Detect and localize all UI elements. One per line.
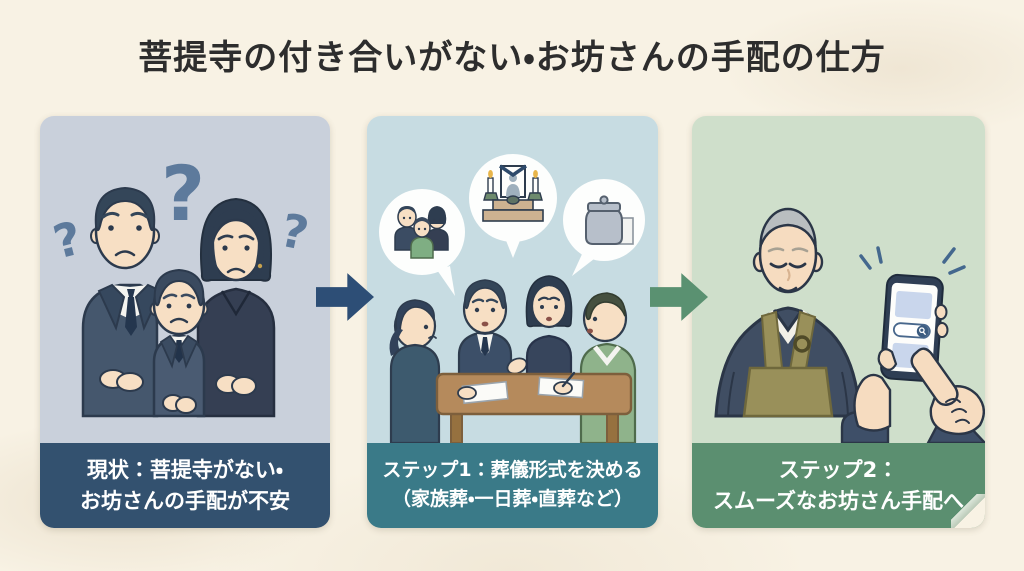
app-content-block: [894, 291, 933, 320]
panel-current-state: ? ? ?: [40, 116, 330, 528]
scene-monk-and-smartphone: [692, 116, 985, 443]
fingertip: [935, 322, 949, 338]
thought-bubble-family-funeral-icon: [379, 189, 465, 296]
page-curl: [951, 494, 985, 528]
scene-family-discussion: [367, 116, 658, 443]
panel-caption-current-state: 現状：菩提寺がない・ お坊さんの手配が不安: [40, 443, 330, 528]
caption-line: ステップ1：葬儀形式を決める: [382, 459, 643, 482]
caption-line: （家族葬・一日葬・直葬など）: [392, 488, 633, 510]
father-figure: [81, 186, 163, 418]
panel-step-1: ステップ1：葬儀形式を決める （家族葬・一日葬・直葬など）: [367, 116, 658, 528]
caption-line: ステップ2：: [778, 457, 899, 482]
meeting-table: [435, 371, 633, 443]
worried-family-illustration: ? ? ?: [48, 149, 313, 418]
question-mark-icon: ?: [48, 211, 87, 270]
family-discussion-illustration: [379, 154, 645, 443]
notification-sparkle-icon: [859, 246, 966, 275]
pointing-finger: [910, 347, 959, 406]
discussion-people: [389, 275, 637, 443]
question-mark-icon: ?: [161, 149, 205, 238]
caption-line: お坊さんの手配が不安: [80, 489, 290, 513]
mother-figure: [196, 197, 276, 418]
caption-line: 現状：菩提寺がない・: [86, 457, 284, 482]
scene-worried-family: ? ? ?: [40, 116, 330, 443]
panel-step-2: ステップ2： スムーズなお坊さん手配へ: [692, 116, 985, 528]
left-hand: [853, 373, 892, 432]
caption-line: スムーズなお坊さん手配へ: [713, 489, 964, 513]
thought-bubble-urn-icon: [563, 179, 645, 276]
fingertip: [934, 304, 948, 320]
monk-smartphone-illustration: [714, 207, 985, 443]
panel-caption-step-1: ステップ1：葬儀形式を決める （家族葬・一日葬・直葬など）: [367, 443, 658, 528]
son-figure: [149, 268, 209, 418]
thumb: [877, 348, 898, 371]
panel-caption-step-2: ステップ2： スムーズなお坊さん手配へ: [692, 443, 985, 528]
earring: [257, 263, 263, 269]
thought-bubble-altar-icon: [469, 154, 557, 258]
monk-figure: [714, 207, 862, 418]
kesa-ring: [793, 335, 811, 353]
smartphone-hands: [840, 246, 985, 443]
magnifier-icon: [919, 327, 926, 335]
page-title: 菩提寺の付き合いがない・お坊さんの手配の仕方: [138, 38, 886, 78]
pen: [561, 371, 576, 388]
question-mark-icon: ?: [276, 203, 313, 261]
